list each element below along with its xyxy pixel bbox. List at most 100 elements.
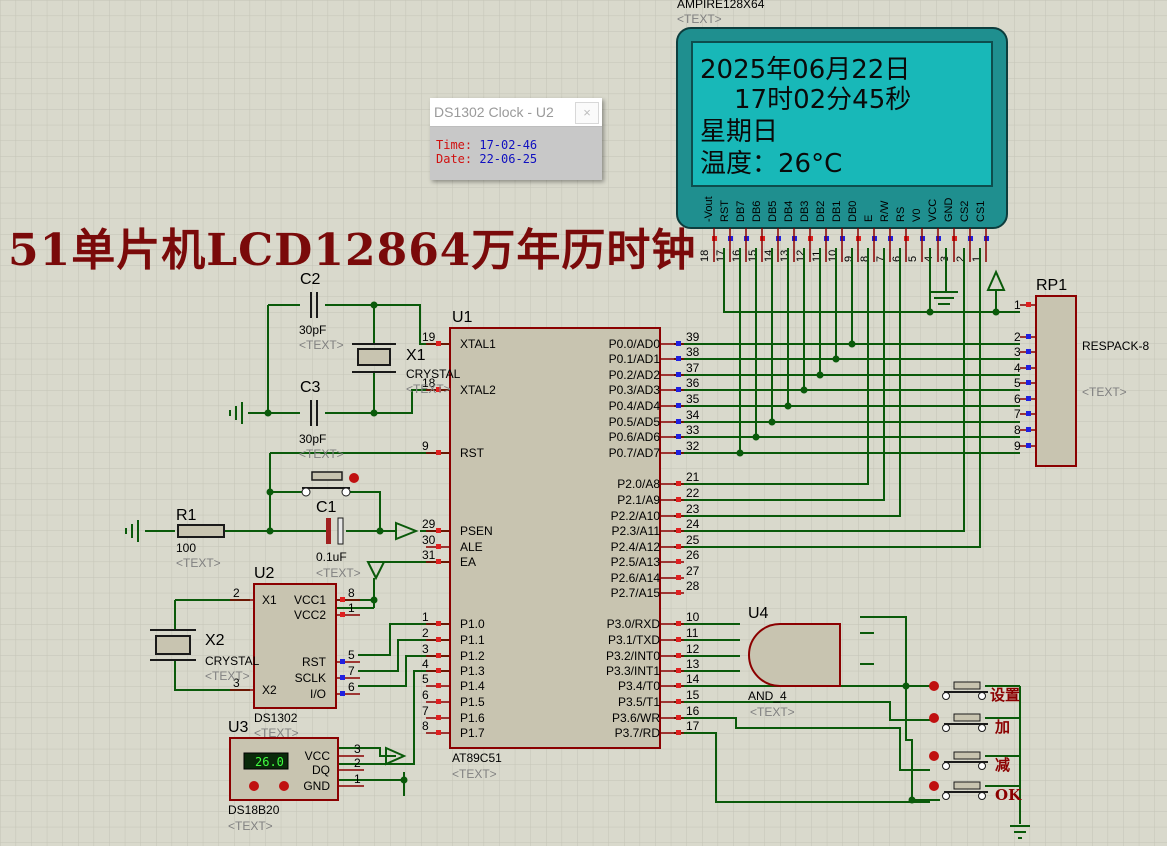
c2-text-tag: <TEXT> — [299, 338, 344, 352]
time-row: Time: 17-02-46 — [436, 138, 537, 152]
capacitor-c2[interactable]: C2 30pF <TEXT> — [299, 271, 344, 352]
setup-button[interactable]: 设置 — [929, 681, 1020, 704]
time-value: 17-02-46 — [479, 138, 538, 152]
rp1-body — [1035, 295, 1077, 467]
reset-pushbutton[interactable] — [301, 471, 359, 497]
c2-value: 30pF — [299, 323, 326, 337]
capacitor-c3[interactable]: C3 30pF <TEXT> — [299, 379, 344, 461]
lcd-module[interactable]: AMPIRE128X64 <TEXT> 2025年06月22日 17时02分45… — [676, 0, 1008, 262]
increment-icon[interactable] — [279, 781, 289, 791]
pin-pad — [436, 637, 441, 642]
lcd-pin-name: DB2 — [815, 201, 827, 222]
pin-number: 13 — [686, 657, 700, 671]
pin-number: 3 — [1014, 345, 1021, 359]
pin-number: 30 — [422, 533, 436, 547]
lcd-pin-number: 12 — [795, 250, 807, 262]
crystal-x2[interactable]: X2 CRYSTAL <TEXT> — [150, 629, 260, 683]
button-label: OK — [995, 786, 1022, 804]
pin-number: 28 — [686, 579, 700, 593]
pin-name: P1.0 — [460, 617, 485, 631]
x2-ref: X2 — [205, 632, 225, 649]
capacitor-c1[interactable]: C1 0.1uF <TEXT> — [316, 499, 361, 580]
button-label: 设置 — [990, 686, 1020, 704]
pin-name: P3.5/T1 — [618, 695, 660, 709]
pin-number: 14 — [686, 672, 700, 686]
pin-number: 25 — [686, 533, 700, 547]
pin-pad — [340, 597, 345, 602]
pin-name: VCC1 — [294, 593, 326, 607]
decrement-icon[interactable] — [249, 781, 259, 791]
pin-number: 38 — [686, 345, 700, 359]
pin-pad — [436, 653, 441, 658]
ok-button[interactable]: OK — [929, 781, 1022, 804]
pin-pad — [1026, 411, 1031, 416]
pin-number: 1 — [348, 601, 355, 615]
pin-name: P3.6/WR — [612, 711, 660, 725]
pin-pad — [676, 621, 681, 626]
pin-number: 3 — [233, 676, 240, 690]
date-label: Date: — [436, 152, 473, 166]
close-icon[interactable]: × — [575, 102, 599, 124]
pin-pad — [676, 730, 681, 735]
pin-name: P0.3/AD3 — [609, 383, 661, 397]
pin-name: VCC2 — [294, 608, 326, 622]
r1-ref: R1 — [176, 507, 197, 524]
pin-name: P3.3/INT1 — [606, 664, 660, 678]
pin-name: P2.7/A15 — [611, 586, 661, 600]
pin-number: 5 — [348, 648, 355, 662]
pin-number: 15 — [686, 688, 700, 702]
c3-ref: C3 — [300, 379, 321, 396]
pin-number: 8 — [1014, 423, 1021, 437]
pin-name: PSEN — [460, 524, 493, 538]
pin-number: 17 — [686, 719, 700, 733]
pin-pad — [340, 691, 345, 696]
pin-name: P0.6/AD6 — [609, 430, 661, 444]
lcd-pin-name: GND — [943, 198, 955, 223]
x1-ref: X1 — [406, 347, 426, 364]
lcd-pin-name: VCC — [927, 199, 939, 222]
ground-icon — [229, 402, 243, 424]
pin-pad — [436, 387, 441, 392]
ground-icon — [1010, 825, 1030, 839]
and-gate-u4[interactable]: U4 AND_4 <TEXT> — [748, 605, 841, 719]
pin-number: 18 — [422, 376, 436, 390]
ds1302-clock-window[interactable]: DS1302 Clock - U2 × Time: 17-02-46 Date:… — [430, 98, 602, 180]
pin-pad — [676, 497, 681, 502]
mcu-text-tag: <TEXT> — [452, 767, 497, 781]
lcd-pin-number: 11 — [811, 251, 823, 262]
c1-text-tag: <TEXT> — [316, 566, 361, 580]
lcd-line-temperature: 温度：26°C — [700, 149, 842, 179]
pin-pad — [436, 528, 441, 533]
lcd-pin-number: 9 — [843, 256, 855, 262]
pin-number: 9 — [1014, 439, 1021, 453]
pin-number: 10 — [686, 610, 700, 624]
pin-number: 7 — [1014, 407, 1021, 421]
lcd-pin-name: CS2 — [959, 201, 971, 222]
increment-button[interactable]: 加 — [929, 713, 1010, 736]
time-label: Time: — [436, 138, 473, 152]
resistor-r1[interactable]: R1 100 <TEXT> — [176, 507, 225, 570]
decrement-button[interactable]: 减 — [929, 751, 1010, 774]
pin-pad — [676, 341, 681, 346]
lcd-pin-number: 8 — [859, 256, 871, 262]
pin-number: 7 — [422, 704, 429, 718]
pin-pad — [436, 683, 441, 688]
pin-pad — [676, 668, 681, 673]
lcd-pin-name: RS — [895, 207, 907, 222]
pin-name: P2.6/A14 — [611, 571, 661, 585]
pin-pad — [1026, 380, 1031, 385]
button-label: 加 — [994, 718, 1010, 736]
pin-number: 8 — [348, 586, 355, 600]
lcd-line-time: 17时02分45秒 — [734, 85, 911, 115]
x1-part: CRYSTAL — [406, 367, 461, 381]
window-titlebar[interactable]: DS1302 Clock - U2 × — [430, 98, 602, 127]
pin-pad — [436, 699, 441, 704]
pin-name: P2.1/A9 — [617, 493, 660, 507]
pin-name: P1.5 — [460, 695, 485, 709]
crystal-x1[interactable]: X1 CRYSTAL <TEXT> — [352, 343, 461, 396]
u4-text-tag: <TEXT> — [750, 705, 795, 719]
